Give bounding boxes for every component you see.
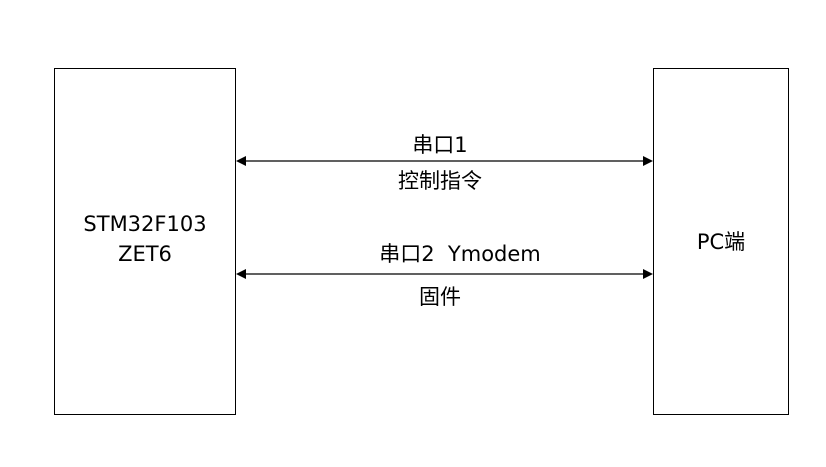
serial2-arrow <box>236 269 653 279</box>
serial1-arrow <box>236 156 653 166</box>
serial1-arrowhead-right <box>643 156 653 166</box>
pc-label: PC端 <box>696 230 746 254</box>
serial1-label: 串口1 <box>412 133 468 157</box>
serial2-label: 串口2 Ymodem <box>379 242 541 266</box>
serial2-arrowhead-right <box>643 269 653 279</box>
device-model-line2: ZET6 <box>118 242 172 266</box>
pc-box: PC端 <box>653 68 789 415</box>
stm32-device-label: STM32F103 ZET6 <box>55 209 235 269</box>
serial1-purpose-label: 控制指令 <box>398 169 482 193</box>
serial2-purpose-label: 固件 <box>419 285 461 309</box>
device-model-line1: STM32F103 <box>83 212 207 236</box>
serial2-arrowhead-left <box>236 269 246 279</box>
serial1-arrowhead-left <box>236 156 246 166</box>
stm32-device-box: STM32F103 ZET6 <box>54 68 236 415</box>
